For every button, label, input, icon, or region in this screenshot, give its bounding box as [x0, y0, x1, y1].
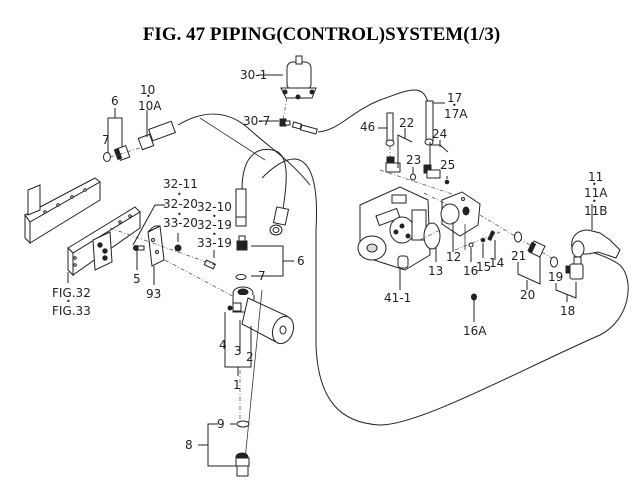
lower-mounting-plate — [67, 206, 141, 277]
filter-assembly — [227, 286, 295, 345]
nut-33-20 — [174, 244, 182, 252]
label-10: 10 — [140, 83, 156, 97]
oring-21 — [514, 231, 522, 243]
oring-13 — [423, 222, 441, 250]
hose-end-right — [269, 206, 290, 236]
label-15: 15 — [476, 260, 492, 274]
label-32-11: 32-11 — [163, 177, 198, 191]
solenoid-valve-30-1 — [280, 55, 317, 100]
label-3: 3 — [234, 344, 242, 358]
label-4: 4 — [219, 338, 227, 352]
label-93: 93 — [146, 287, 162, 301]
oring-7-filter — [235, 274, 247, 280]
label-7-left: 7 — [102, 133, 110, 147]
hose-11 — [571, 229, 621, 259]
label-5: 5 — [133, 272, 141, 286]
label-20: 20 — [520, 288, 536, 302]
label-6-left: 6 — [111, 94, 119, 108]
label-32-19: 32-19 — [197, 218, 232, 232]
label-33-19: 33-19 — [197, 236, 232, 250]
label-21: 21 — [511, 249, 527, 263]
hose-10 — [177, 113, 311, 186]
adapter-6-filter — [236, 235, 248, 251]
hydraulic-pump-41-1 — [357, 186, 431, 271]
elbow-8 — [235, 452, 250, 477]
label-16A: 16A — [463, 324, 487, 338]
hose-17 — [424, 100, 434, 146]
label-2: 2 — [246, 350, 254, 364]
adapter-20 — [527, 240, 546, 258]
label-8: 8 — [185, 438, 193, 452]
label-dot-d: • — [212, 230, 217, 239]
bolt-5 — [133, 245, 145, 251]
fitting-30-7 — [279, 118, 318, 135]
oring-19 — [550, 256, 558, 268]
drain-hose-loop — [261, 158, 629, 426]
label-7-right: 7 — [258, 269, 266, 283]
label-12: 12 — [446, 250, 462, 264]
oring-9 — [236, 420, 250, 428]
label-23: 23 — [406, 153, 422, 167]
label-6-right: 6 — [297, 254, 305, 268]
label-25: 25 — [440, 158, 456, 172]
hose-fitting-10A — [137, 120, 176, 151]
label-1: 1 — [233, 378, 241, 392]
label-fig-dot: • — [66, 297, 71, 306]
gear-pump-12 — [440, 191, 481, 237]
label-dot-a: • — [177, 190, 182, 199]
label-11-dot-b: • — [592, 197, 597, 206]
label-19: 19 — [548, 270, 564, 284]
label-11A: 11A — [584, 186, 608, 200]
label-32-20: 32-20 — [163, 197, 198, 211]
label-32-10: 32-10 — [197, 200, 232, 214]
label-fig32: FIG.32 — [52, 286, 91, 300]
hose-32-10-loop — [241, 149, 287, 216]
hose-32-10 — [235, 188, 247, 227]
return-hose-main — [317, 89, 431, 133]
label-30-1: 30-1 — [240, 68, 268, 82]
label-46: 46 — [360, 120, 376, 134]
label-22: 22 — [399, 116, 415, 130]
elbow-22 — [385, 156, 401, 173]
label-13: 13 — [428, 264, 444, 278]
label-dot-c: • — [212, 212, 217, 221]
label-17: 17 — [447, 91, 463, 105]
label-10A: 10A — [138, 99, 162, 113]
figure-title: FIG. 47 PIPING(CONTROL)SYSTEM(1/3) — [142, 24, 501, 45]
label-11: 11 — [588, 170, 604, 184]
washer-16 — [468, 242, 474, 248]
label-17A: 17A — [444, 107, 468, 121]
adapter-6-left — [113, 145, 131, 161]
label-14: 14 — [489, 256, 505, 270]
label-17-dot: • — [452, 101, 457, 110]
label-18: 18 — [560, 304, 576, 318]
elbow-18 — [565, 256, 584, 280]
label-16: 16 — [463, 264, 479, 278]
label-10-dot: • — [146, 92, 151, 101]
label-24: 24 — [432, 127, 448, 141]
label-11B: 11B — [584, 204, 608, 218]
label-30-7: 30-7 — [243, 114, 271, 128]
label-fig33: FIG.33 — [52, 304, 91, 318]
label-41-1: 41-1 — [384, 291, 412, 305]
upper-mounting-plate — [24, 177, 101, 245]
label-9: 9 — [217, 417, 225, 431]
plug-25 — [444, 179, 450, 185]
label-33-20: 33-20 — [163, 216, 198, 230]
label-11-dot-a: • — [592, 180, 597, 189]
bracket-93 — [147, 225, 165, 267]
elbow-24 — [423, 164, 441, 179]
label-dot-b: • — [177, 210, 182, 219]
